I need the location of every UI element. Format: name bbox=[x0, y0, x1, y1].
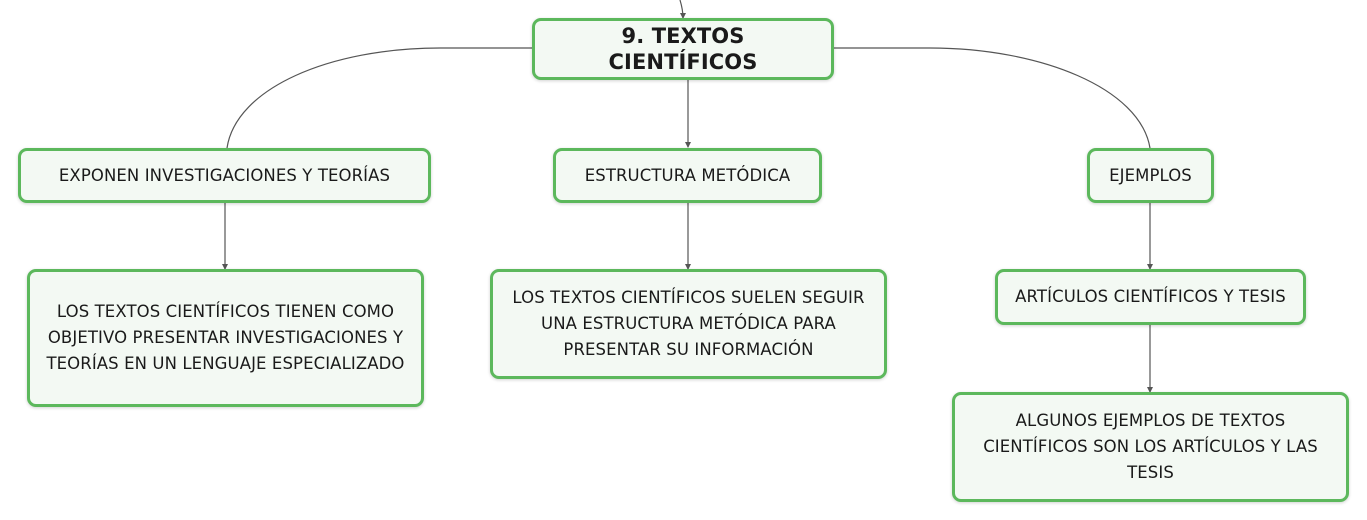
detail-node-ejemplos[interactable]: ALGUNOS EJEMPLOS DE TEXTOS CIENTÍFICOS S… bbox=[952, 392, 1349, 502]
connector-root-to-branch-3 bbox=[833, 47, 1151, 149]
root-topic-node[interactable]: 9. TEXTOS CIENTÍFICOS bbox=[532, 18, 834, 80]
connector-root-to-branch-1 bbox=[226, 47, 533, 149]
connector-incoming bbox=[679, 0, 686, 19]
sub-node-articulos[interactable]: ARTÍCULOS CIENTÍFICOS Y TESIS bbox=[995, 269, 1306, 325]
sub-label-articulos: ARTÍCULOS CIENTÍFICOS Y TESIS bbox=[1015, 287, 1286, 306]
detail-text-ejemplos: ALGUNOS EJEMPLOS DE TEXTOS CIENTÍFICOS S… bbox=[983, 411, 1318, 482]
detail-node-exponen[interactable]: LOS TEXTOS CIENTÍFICOS TIENEN COMO OBJET… bbox=[27, 269, 424, 407]
detail-text-estructura: LOS TEXTOS CIENTÍFICOS SUELEN SEGUIR UNA… bbox=[512, 288, 865, 359]
branch-node-ejemplos[interactable]: EJEMPLOS bbox=[1087, 148, 1214, 203]
branch-node-exponen[interactable]: EXPONEN INVESTIGACIONES Y TEORÍAS bbox=[18, 148, 431, 203]
branch-label-exponen: EXPONEN INVESTIGACIONES Y TEORÍAS bbox=[58, 165, 391, 185]
branch-label-estructura: ESTRUCTURA METÓDICA bbox=[584, 165, 791, 185]
detail-text-exponen: LOS TEXTOS CIENTÍFICOS TIENEN COMO OBJET… bbox=[46, 302, 405, 373]
branch-node-estructura[interactable]: ESTRUCTURA METÓDICA bbox=[553, 148, 822, 203]
detail-node-estructura[interactable]: LOS TEXTOS CIENTÍFICOS SUELEN SEGUIR UNA… bbox=[490, 269, 887, 379]
root-topic-label: 9. TEXTOS CIENTÍFICOS bbox=[608, 24, 758, 74]
branch-label-ejemplos: EJEMPLOS bbox=[1109, 165, 1192, 185]
